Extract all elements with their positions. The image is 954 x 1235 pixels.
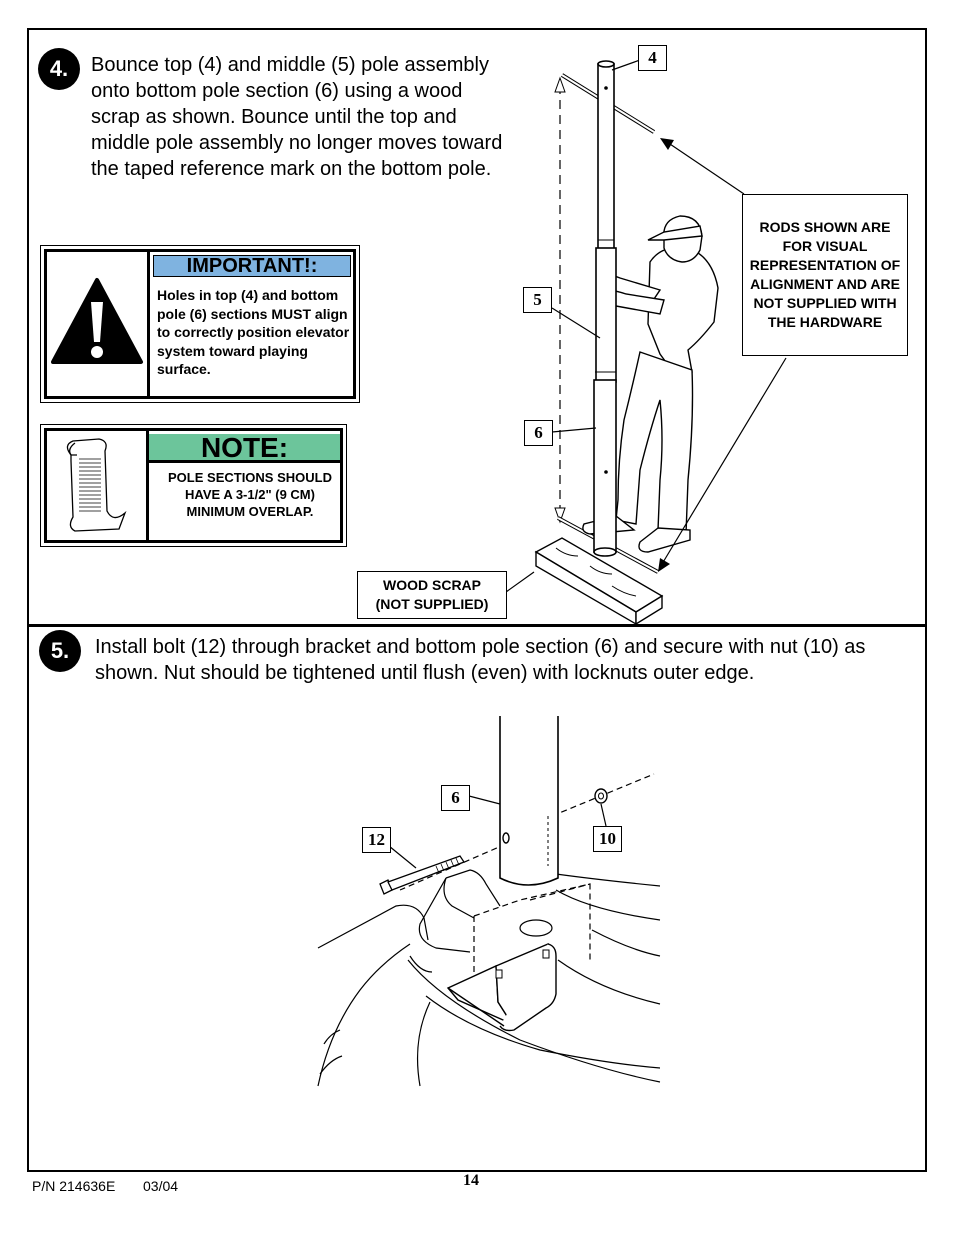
step-5-number: 5. xyxy=(50,638,70,663)
page-frame xyxy=(27,28,927,1172)
rods-note: RODS SHOWN ARE FOR VISUAL REPRESENTATION… xyxy=(742,194,908,356)
page-number: 14 xyxy=(463,1172,479,1189)
important-box: IMPORTANT!: Holes in top (4) and bottom … xyxy=(40,245,360,403)
callout-top-pole: 4 xyxy=(638,45,667,71)
step-4-number: 4. xyxy=(49,56,69,81)
step-4-badge: 4. xyxy=(38,48,80,90)
warning-triangle-icon xyxy=(51,278,143,364)
important-header: IMPORTANT!: xyxy=(153,255,351,277)
note-header: NOTE: xyxy=(149,434,340,463)
step-5-badge: 5. xyxy=(39,630,81,672)
callout-nut-10: 10 xyxy=(593,826,622,852)
wood-scrap-line1: WOOD SCRAP xyxy=(383,577,481,593)
revision-date: 03/04 xyxy=(143,1178,179,1194)
callout-middle-pole: 5 xyxy=(523,287,552,313)
step-4-text: Bounce top (4) and middle (5) pole assem… xyxy=(91,54,503,180)
callout-bolt-12: 12 xyxy=(362,827,391,853)
important-text: Holes in top (4) and bottom pole (6) sec… xyxy=(157,287,350,377)
note-box: NOTE: POLE SECTIONS SHOULD HAVE A 3-1/2"… xyxy=(40,424,347,547)
wood-scrap-line2: (NOT SUPPLIED) xyxy=(375,596,489,612)
step-5-text: Install bolt (12) through bracket and bo… xyxy=(95,636,866,684)
note-text: POLE SECTIONS SHOULD HAVE A 3-1/2" (9 CM… xyxy=(168,470,332,519)
wood-scrap-label: WOOD SCRAP (NOT SUPPLIED) xyxy=(357,571,507,619)
callout-pole-6: 6 xyxy=(441,785,470,811)
part-number: P/N 214636E xyxy=(32,1178,116,1194)
section-divider xyxy=(27,624,927,627)
callout-bottom-pole: 6 xyxy=(524,420,553,446)
note-paper-icon xyxy=(66,438,127,532)
